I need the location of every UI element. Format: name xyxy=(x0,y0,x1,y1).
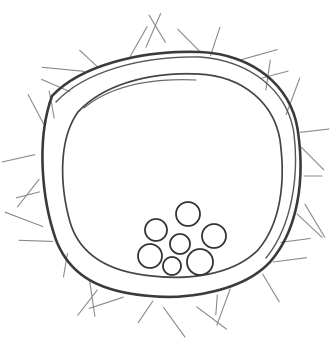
outer-outline xyxy=(42,52,300,297)
hair-line xyxy=(2,155,35,162)
hair-line xyxy=(305,204,325,237)
hair-line xyxy=(131,27,148,56)
hair-line xyxy=(90,297,124,308)
hair-line xyxy=(273,258,306,262)
hair-line xyxy=(80,50,98,66)
inner-wall xyxy=(63,74,283,278)
outer-outline-retrace xyxy=(56,57,296,258)
hair-lines xyxy=(2,14,329,337)
hair-line xyxy=(19,240,52,241)
hair-line xyxy=(138,301,153,323)
hair-line xyxy=(42,67,84,71)
hair-line xyxy=(302,147,324,169)
granule xyxy=(138,244,162,268)
granule xyxy=(187,249,213,275)
granule-cluster xyxy=(138,202,226,275)
hair-line xyxy=(300,129,329,132)
granule xyxy=(176,202,200,226)
hair-line xyxy=(149,15,165,42)
hair-line xyxy=(211,28,220,56)
hair-line xyxy=(178,29,200,51)
hair-line xyxy=(28,95,44,126)
hair-line xyxy=(5,212,43,226)
hair-line xyxy=(164,307,185,337)
hair-line xyxy=(263,274,280,302)
hair-line xyxy=(216,295,218,315)
hair-line xyxy=(217,289,230,325)
granule xyxy=(163,257,181,275)
granule xyxy=(145,219,167,241)
hair-line xyxy=(89,279,95,316)
granule xyxy=(170,234,190,254)
hair-line xyxy=(238,50,278,61)
granule xyxy=(202,224,226,248)
